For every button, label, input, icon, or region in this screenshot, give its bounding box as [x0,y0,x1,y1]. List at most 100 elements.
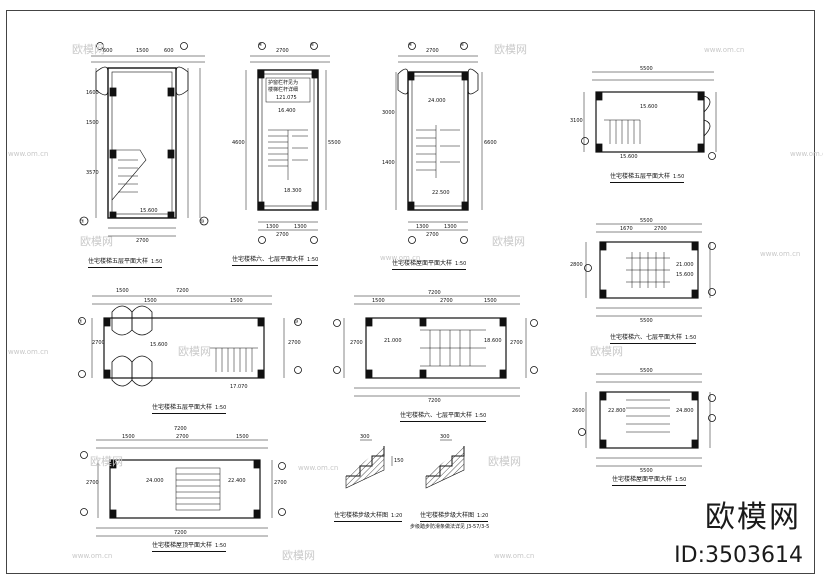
elevation-label: 22.800 [608,408,626,414]
dim-label: 1500 [122,434,135,440]
dim-label: 1500 [372,298,385,304]
dim-label: 2700 [136,238,149,244]
elevation-label: 17.070 [230,384,248,390]
dim-label: 2700 [510,340,523,346]
grid-label: ⑦ [78,319,83,325]
dim-label: 7200 [174,426,187,432]
dim-label: 1300 [416,224,429,230]
grid-label: ⑥ [310,42,315,48]
watermark: 欧模网 [590,345,623,358]
watermark: 欧模网 [282,549,315,562]
dim-label: 3570 [86,170,99,176]
brand-logo-text: 欧模网 [705,500,801,535]
dim-label: 1500 [236,434,249,440]
elevation-label: 15.600 [640,104,658,110]
dim-label: 600 [103,48,113,54]
watermark: www.om.cn [380,254,421,262]
dim-label: 1500 [86,120,99,126]
dim-label: 5500 [640,368,653,374]
elevation-label: 24.000 [146,478,164,484]
grid-label: ⑩ [294,319,299,325]
elevation-label: 24.800 [676,408,694,414]
dim-label: 5500 [328,140,341,146]
elevation-label: 15.600 [676,272,694,278]
dim-label: 7200 [428,398,441,404]
watermark: www.om.cn [8,150,49,158]
watermark: 欧模网 [178,345,211,358]
plan-view-8 [333,295,538,397]
step-detail-1 [345,439,393,489]
dim-label: 1500 [116,288,129,294]
watermark: 欧模网 [488,455,521,468]
dim-label: 300 [360,434,370,440]
dim-label: 3000 [382,110,395,116]
watermark: 欧模网 [80,235,113,248]
dim-label: 7200 [174,530,187,536]
plan-view-7 [78,295,302,387]
elevation-label: 15.600 [150,342,168,348]
grid-label: ④ [408,42,413,48]
grid-label: ⑦ [80,219,85,225]
dim-label: 2600 [572,408,585,414]
step-detail-2 [425,439,465,489]
dim-label: 1500 [484,298,497,304]
dim-label: 5500 [640,218,653,224]
watermark: www.om.cn [494,552,535,560]
dim-label: 1500 [230,298,243,304]
note-text: 楼梯栏杆详细 [268,87,299,93]
watermark: www.om.cn [8,348,49,356]
dim-label: 7200 [176,288,189,294]
dim-label: 1300 [266,224,279,230]
elevation-label: 15.600 [140,208,158,214]
plan-view-2 [245,42,330,244]
dim-label: 2700 [440,298,453,304]
dim-label: 150 [394,458,404,464]
dim-label: 2700 [176,434,189,440]
dim-label: 3100 [570,118,583,124]
plan-view-5 [584,223,716,317]
brand-id: ID:3503614 [674,543,803,568]
watermark: www.om.cn [704,46,745,54]
dim-label: 2700 [426,232,439,238]
plan-view-6 [578,373,716,467]
dim-label: 5500 [640,66,653,72]
dim-label: 5500 [640,318,653,324]
plan-view-4 [581,71,717,160]
watermark: www.om.cn [760,250,801,258]
grid-label: ④ [258,42,263,48]
dim-label: 600 [164,48,174,54]
dim-label: 2800 [570,262,583,268]
watermark: www.om.cn [790,150,823,158]
elevation-label: 24.000 [428,98,446,104]
dim-label: 2700 [288,340,301,346]
elevation-label: 18.300 [284,188,302,194]
dim-label: 1300 [294,224,307,230]
dim-label: 2700 [276,48,289,54]
dim-label: 1600 [86,90,99,96]
plan-view-3 [395,42,483,244]
dim-label: 1300 [444,224,457,230]
dim-label: 2700 [274,480,287,486]
elevation-label: 15.600 [620,154,638,160]
dim-label: 1400 [382,160,395,166]
dim-label: 300 [440,434,450,440]
watermark: 欧模网 [492,235,525,248]
plan-view-9 [80,439,286,537]
note-text: 护窗栏杆见为 [268,80,299,86]
watermark: www.om.cn [72,552,113,560]
watermark: 欧模网 [90,455,123,468]
watermark: 欧模网 [72,43,105,56]
dim-label: 1500 [144,298,157,304]
